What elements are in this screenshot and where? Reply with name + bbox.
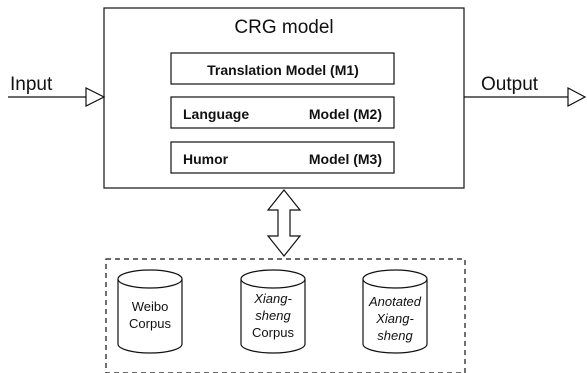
corpus-weibo-line-2: Corpus xyxy=(129,316,171,331)
input-arrow-head xyxy=(85,87,106,107)
corpus-weibo-line-1: Weibo xyxy=(132,299,169,314)
corpora-container xyxy=(105,258,466,373)
output-arrow-head xyxy=(567,87,587,107)
input-label: Input xyxy=(10,74,53,95)
output-label: Output xyxy=(481,74,539,95)
model-m3-left-label: Humor xyxy=(183,151,229,167)
model-m1-label: Translation Model (M1) xyxy=(207,62,359,78)
model-box-m2 xyxy=(170,96,395,129)
model-m2-left-label: Language xyxy=(183,106,249,122)
corpus-cylinder-annotated xyxy=(362,269,428,354)
bidirectional-arrow xyxy=(266,189,302,257)
crg-model-title: CRG model xyxy=(234,17,333,38)
corpus-xiangsheng-line-1: Xiang- xyxy=(253,291,292,306)
corpus-xiangsheng-line-2: sheng xyxy=(255,308,291,323)
corpus-annotated-line-2: Xiang- xyxy=(375,311,414,326)
model-box-m3 xyxy=(170,141,395,174)
corpus-annotated-line-3: sheng xyxy=(377,328,413,343)
corpus-cylinder-xiangsheng xyxy=(240,269,306,354)
model-m2-right-label: Model (M2) xyxy=(309,106,382,122)
corpus-cylinder-weibo xyxy=(117,269,183,354)
corpus-annotated-line-1: Anotated xyxy=(368,294,422,309)
model-m3-right-label: Model (M3) xyxy=(309,151,382,167)
model-box-m1 xyxy=(170,52,395,85)
corpus-xiangsheng-line-3: Corpus xyxy=(252,325,294,340)
